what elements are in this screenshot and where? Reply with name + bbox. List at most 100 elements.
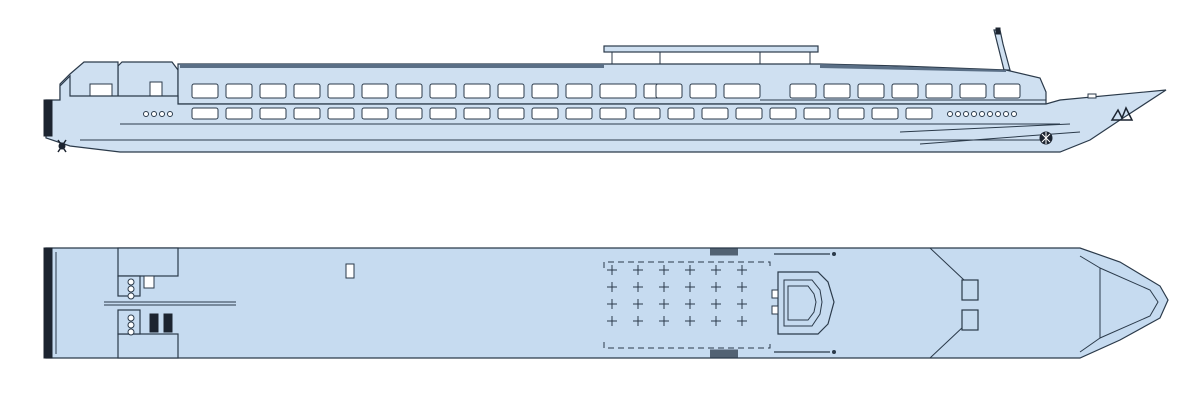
lower-window — [497, 107, 525, 120]
upper-window — [655, 83, 683, 99]
upper-window — [723, 83, 761, 99]
porthole — [955, 111, 961, 117]
porthole — [127, 321, 135, 329]
upper-window — [361, 83, 389, 99]
porthole — [127, 278, 135, 286]
upper-window — [429, 83, 457, 99]
lower-window — [871, 107, 899, 120]
upper-window — [497, 83, 525, 99]
lower-window — [905, 107, 933, 120]
sun-lounger — [711, 316, 721, 326]
lower-window — [667, 107, 695, 120]
upper-window — [259, 83, 287, 99]
deck-outline — [45, 247, 1169, 359]
propeller-icon — [57, 139, 67, 153]
lower-window — [735, 107, 763, 120]
deck-hatch — [345, 263, 355, 279]
sun-deck-canopy — [603, 45, 819, 64]
porthole — [159, 111, 165, 117]
sun-lounger — [659, 299, 669, 309]
bench — [149, 313, 159, 333]
porthole — [167, 111, 173, 117]
antenna-top — [774, 252, 836, 256]
lower-window — [769, 107, 797, 120]
stern-porthole-group — [143, 111, 173, 117]
sun-lounger — [685, 316, 695, 326]
porthole — [151, 111, 157, 117]
upper-window — [327, 83, 355, 99]
sun-lounger — [711, 282, 721, 292]
sun-lounger — [633, 282, 643, 292]
stern-stair-block-top — [117, 247, 179, 297]
sun-lounger — [607, 265, 617, 275]
upper-window — [565, 83, 593, 99]
stern-transom-top — [43, 247, 53, 359]
upper-window — [789, 83, 817, 99]
stern-transom — [43, 99, 53, 137]
sun-lounger — [659, 316, 669, 326]
anchor-icon — [1039, 131, 1053, 145]
lower-window — [837, 107, 865, 120]
upper-window — [823, 83, 851, 99]
lower-window — [803, 107, 831, 120]
upper-window — [191, 83, 219, 99]
sun-lounger — [685, 282, 695, 292]
stair-grille — [710, 349, 738, 358]
sun-lounger-grid — [607, 265, 747, 326]
lower-window — [361, 107, 389, 120]
sun-lounger — [711, 265, 721, 275]
sun-lounger — [737, 265, 747, 275]
porthole — [995, 111, 1001, 117]
sun-lounger — [685, 265, 695, 275]
porthole — [971, 111, 977, 117]
bow-bulkhead-top — [929, 247, 979, 301]
porthole — [963, 111, 969, 117]
porthole — [127, 285, 135, 293]
bow-mast — [993, 27, 1011, 71]
bow-logo-icon — [1110, 106, 1134, 121]
sun-lounger — [607, 316, 617, 326]
porthole — [947, 111, 953, 117]
lower-window — [395, 107, 423, 120]
porthole — [127, 314, 135, 322]
lower-window — [259, 107, 287, 120]
stair-grille — [710, 247, 738, 256]
sun-lounger — [633, 316, 643, 326]
upper-window — [225, 83, 253, 99]
sun-lounger — [737, 316, 747, 326]
upper-window — [925, 83, 953, 99]
bow-vent — [1087, 93, 1097, 99]
sun-lounger — [633, 299, 643, 309]
upper-window — [599, 83, 637, 99]
lower-window — [633, 107, 661, 120]
sun-lounger — [737, 299, 747, 309]
sun-lounger — [607, 282, 617, 292]
sun-lounger — [711, 299, 721, 309]
lower-window — [701, 107, 729, 120]
sun-lounger — [737, 282, 747, 292]
upper-window — [531, 83, 559, 99]
porthole — [143, 111, 149, 117]
lower-window — [191, 107, 219, 120]
porthole — [127, 292, 135, 300]
upper-window — [463, 83, 491, 99]
lower-window — [531, 107, 559, 120]
stair-grille-group — [710, 247, 738, 358]
upper-window — [891, 83, 919, 99]
upper-window — [293, 83, 321, 99]
upper-window-row — [191, 83, 1021, 99]
lower-window — [429, 107, 457, 120]
lower-window — [225, 107, 253, 120]
lower-window — [599, 107, 627, 120]
lower-window — [293, 107, 321, 120]
sun-lounger — [659, 282, 669, 292]
upper-window — [959, 83, 987, 99]
porthole — [987, 111, 993, 117]
upper-window — [993, 83, 1021, 99]
sun-lounger — [633, 265, 643, 275]
side-profile-view — [43, 27, 1167, 153]
porthole — [1011, 111, 1017, 117]
antenna-bottom — [774, 350, 836, 354]
porthole — [1003, 111, 1009, 117]
